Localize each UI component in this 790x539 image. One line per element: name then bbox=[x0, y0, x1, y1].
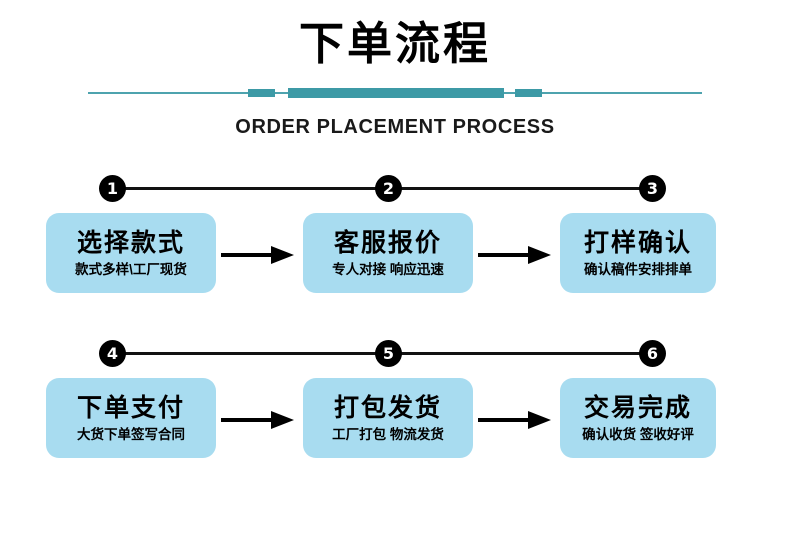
step-box-5-title: 打包发货 bbox=[333, 393, 442, 422]
step-box-6-title: 交易完成 bbox=[583, 393, 692, 422]
arrow-shaft bbox=[478, 253, 536, 257]
arrow-head bbox=[528, 246, 551, 264]
arrow-shaft bbox=[221, 418, 279, 422]
arrow-head bbox=[271, 246, 294, 264]
divider-block-right bbox=[515, 89, 542, 97]
step-box-6-subtitle: 确认收货 签收好评 bbox=[582, 426, 694, 442]
flow-arrow-icon-2 bbox=[478, 245, 556, 265]
arrow-shaft bbox=[221, 253, 279, 257]
page-subtitle: ORDER PLACEMENT PROCESS bbox=[235, 116, 555, 138]
process-row-1: 1 2 3 选择款式 款式多样\工厂现货 客服报价 专人对接 响应迅速 打样确认… bbox=[0, 175, 790, 300]
step-box-4[interactable]: 下单支付 大货下单签写合同 bbox=[46, 378, 216, 458]
step-box-2-title: 客服报价 bbox=[333, 228, 442, 257]
divider-block-center bbox=[288, 88, 504, 98]
step-box-2-subtitle: 专人对接 响应迅速 bbox=[332, 261, 444, 277]
step-marker-2: 2 bbox=[375, 175, 402, 202]
arrow-head bbox=[271, 411, 294, 429]
step-box-5-subtitle: 工厂打包 物流发货 bbox=[332, 426, 444, 442]
step-marker-3: 3 bbox=[639, 175, 666, 202]
step-marker-1: 1 bbox=[99, 175, 126, 202]
step-box-4-subtitle: 大货下单签写合同 bbox=[77, 426, 185, 442]
page-title: 下单流程 bbox=[298, 18, 491, 69]
step-box-1-subtitle: 款式多样\工厂现货 bbox=[75, 261, 187, 277]
step-box-3-subtitle: 确认稿件安排排单 bbox=[584, 261, 692, 277]
step-box-1-title: 选择款式 bbox=[76, 228, 185, 257]
flow-arrow-icon-4 bbox=[478, 410, 556, 430]
step-box-3[interactable]: 打样确认 确认稿件安排排单 bbox=[560, 213, 716, 293]
header-section: 下单流程 ORDER PLACEMENT PROCESS bbox=[0, 0, 790, 160]
step-marker-6: 6 bbox=[639, 340, 666, 367]
step-box-5[interactable]: 打包发货 工厂打包 物流发货 bbox=[303, 378, 473, 458]
flow-arrow-icon-1 bbox=[221, 245, 299, 265]
arrow-head bbox=[528, 411, 551, 429]
step-marker-4: 4 bbox=[99, 340, 126, 367]
step-marker-5: 5 bbox=[375, 340, 402, 367]
process-row-2: 4 5 6 下单支付 大货下单签写合同 打包发货 工厂打包 物流发货 交易完成 … bbox=[0, 340, 790, 465]
step-box-3-title: 打样确认 bbox=[583, 228, 692, 257]
arrow-shaft bbox=[478, 418, 536, 422]
divider-block-left bbox=[248, 89, 275, 97]
flow-arrow-icon-3 bbox=[221, 410, 299, 430]
title-divider bbox=[88, 86, 702, 100]
step-box-4-title: 下单支付 bbox=[76, 393, 185, 422]
step-box-2[interactable]: 客服报价 专人对接 响应迅速 bbox=[303, 213, 473, 293]
step-box-1[interactable]: 选择款式 款式多样\工厂现货 bbox=[46, 213, 216, 293]
step-box-6[interactable]: 交易完成 确认收货 签收好评 bbox=[560, 378, 716, 458]
